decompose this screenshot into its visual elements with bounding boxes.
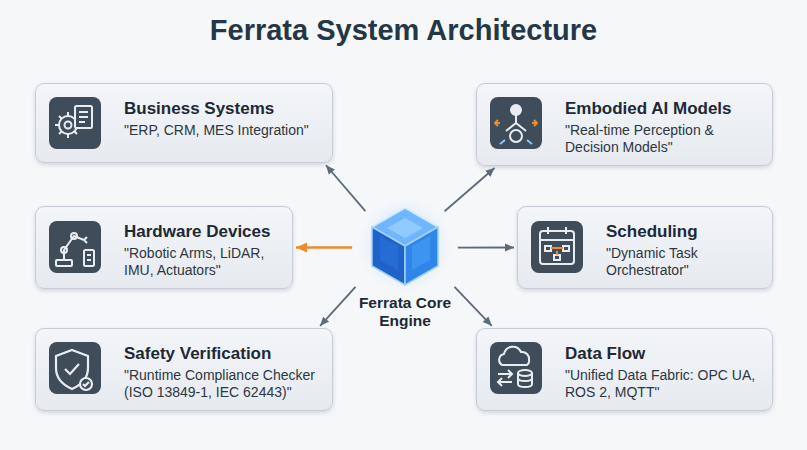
box-description: "Robotic Arms, LiDAR, IMU, Actuators" xyxy=(124,245,282,279)
connector-arrow xyxy=(455,287,492,326)
box-description: "Dynamic Task Orchestrator" xyxy=(606,245,762,279)
box-description: "Runtime Compliance Checker (ISO 13849-1… xyxy=(124,367,322,401)
box-heading: Scheduling xyxy=(606,221,762,242)
box-description: "ERP, CRM, MES Integration" xyxy=(124,122,322,139)
box-description: "Unified Data Fabric: OPC UA, ROS 2, MQT… xyxy=(565,367,762,401)
component-box: Business Systems "ERP, CRM, MES Integrati… xyxy=(35,83,333,163)
box-description: "Real-time Perception & Decision Models" xyxy=(565,122,762,156)
component-box: Safety Verification "Runtime Compliance C… xyxy=(35,328,333,411)
connector-arrow xyxy=(445,168,495,211)
diagram-title: Ferrata System Architecture xyxy=(0,14,807,47)
box-heading: Hardware Devices xyxy=(124,221,282,242)
component-box: Scheduling "Dynamic Task Orchestrator" xyxy=(517,206,773,289)
connector-arrow xyxy=(320,287,355,326)
connector-arrow xyxy=(458,247,514,249)
component-box: Data Flow "Unified Data Fabric: OPC UA, R… xyxy=(476,328,773,411)
box-heading: Embodied AI Models xyxy=(565,98,762,119)
box-heading: Data Flow xyxy=(565,343,762,364)
box-heading: Safety Verification xyxy=(124,343,322,364)
core-engine-node: Ferrata Core Engine xyxy=(350,200,460,340)
box-heading: Business Systems xyxy=(124,98,322,119)
connector-arrow xyxy=(296,246,352,249)
component-box: Hardware Devices "Robotic Arms, LiDAR, IM… xyxy=(35,206,293,289)
component-box: Embodied AI Models "Real-time Perception … xyxy=(476,83,773,166)
box-heading: Ferrata Core Engine xyxy=(350,294,460,330)
connector-arrow xyxy=(326,165,365,211)
core-cube xyxy=(353,193,457,297)
